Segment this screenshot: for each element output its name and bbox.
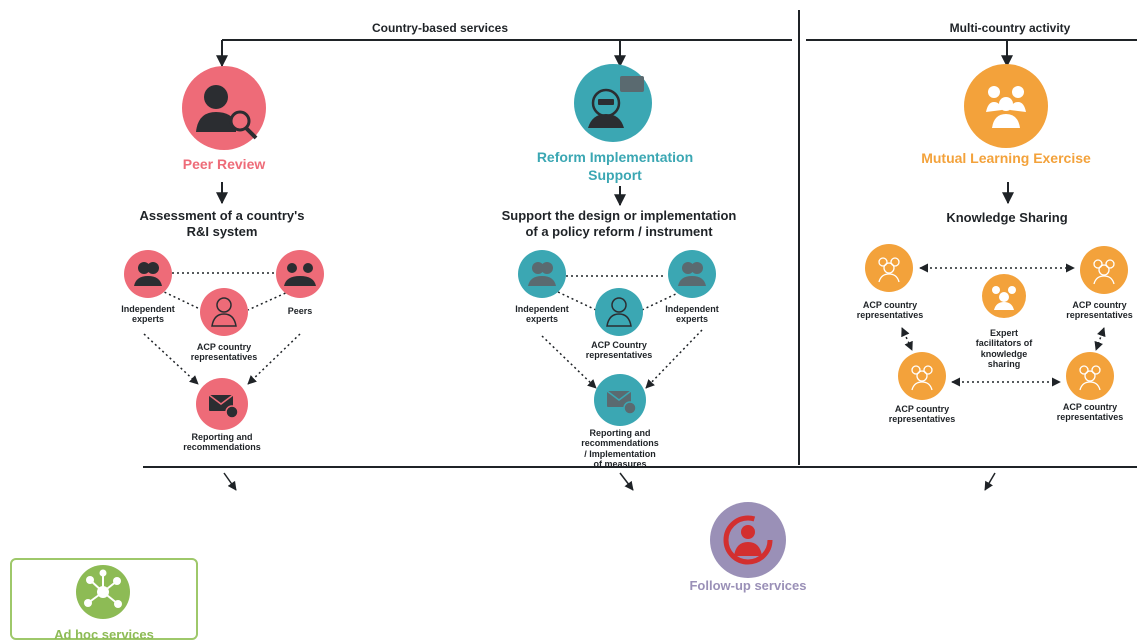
reform-experts-left-label-line2: experts bbox=[525, 314, 559, 325]
mle-acp-bottom-left-icon bbox=[898, 352, 946, 400]
reporting-icon bbox=[196, 378, 248, 430]
reform-support-title: Reform Implementation Support bbox=[510, 149, 720, 184]
independent-experts-label-line1: Independent bbox=[121, 304, 175, 314]
reform-support-title-line1: Reform Implementation bbox=[536, 149, 694, 165]
mle-acp-top-right-icon bbox=[1080, 246, 1128, 294]
ad-hoc-services-box bbox=[10, 558, 198, 640]
mle-acp-top-right-label-line2: representatives bbox=[1066, 310, 1133, 321]
independent-experts-label: Independent experts bbox=[108, 304, 188, 325]
mle-acp-bottom-left-label-line1: ACP country bbox=[894, 404, 950, 414]
reform-reporting-label-line4: of measures bbox=[593, 459, 647, 470]
bottom-arrows bbox=[223, 472, 996, 491]
mle-acp-bottom-right-label-line2: representatives bbox=[1056, 412, 1124, 423]
reform-support-title-line2: Support bbox=[588, 166, 642, 183]
reform-experts-right-label-line1: Independent bbox=[665, 304, 719, 314]
peer-review-subtitle-line2: R&I system bbox=[186, 224, 258, 240]
reform-acp-label-line2: representatives bbox=[585, 350, 653, 361]
ad-hoc-icon bbox=[76, 565, 130, 619]
reform-support-subtitle-line2: of a policy reform / instrument bbox=[525, 224, 713, 240]
mle-acp-bottom-right-label-line1: ACP country bbox=[1062, 402, 1118, 412]
mle-expert-facilitators-label: Expert facilitators of knowledge sharing bbox=[964, 328, 1044, 369]
peer-review-subtitle-line1: Assessment of a country's bbox=[139, 208, 305, 223]
reform-reporting-label-line3: / Implementation bbox=[584, 448, 656, 459]
reform-experts-right-icon bbox=[668, 250, 716, 298]
mle-expert-label-line4: sharing bbox=[987, 359, 1021, 370]
acp-representatives-label: ACP country representatives bbox=[174, 342, 274, 363]
peer-review-dotted-links bbox=[143, 272, 301, 385]
peer-review-icon bbox=[182, 66, 266, 150]
reform-reporting-icon bbox=[594, 374, 646, 426]
reform-experts-left-label-line1: Independent bbox=[515, 304, 569, 314]
reform-acp-icon bbox=[595, 288, 643, 336]
reporting-label-line2: recommendations bbox=[183, 442, 261, 453]
ad-hoc-title: Ad hoc services bbox=[54, 627, 154, 642]
reform-experts-left-icon bbox=[518, 250, 566, 298]
reporting-label-line1: Reporting and bbox=[191, 432, 253, 442]
mle-acp-top-right-label-line1: ACP country bbox=[1072, 300, 1127, 310]
peers-icon bbox=[276, 250, 324, 298]
reform-acp-label-line1: ACP Country bbox=[591, 340, 647, 350]
independent-experts-label-line2: experts bbox=[131, 314, 165, 325]
top-connector-lines bbox=[216, 39, 1137, 68]
reform-support-subtitle: Support the design or implementation of … bbox=[474, 208, 764, 241]
mle-acp-bottom-left-label: ACP country representatives bbox=[878, 404, 966, 425]
mle-acp-top-left-label-line2: representatives bbox=[856, 310, 924, 321]
reform-dotted-links bbox=[541, 275, 703, 389]
mle-acp-top-left-label-line1: ACP country bbox=[862, 300, 918, 310]
knowledge-sharing-subtitle: Knowledge Sharing bbox=[946, 210, 1068, 225]
follow-up-icon bbox=[710, 502, 786, 578]
reform-experts-left-label: Independent experts bbox=[502, 304, 582, 325]
mutual-learning-title: Mutual Learning Exercise bbox=[921, 150, 1091, 166]
mle-expert-label-line3: knowledge bbox=[980, 348, 1028, 359]
mle-acp-bottom-left-label-line2: representatives bbox=[888, 414, 956, 425]
mle-acp-top-left-label: ACP country representatives bbox=[846, 300, 934, 321]
follow-up-title: Follow-up services bbox=[689, 578, 807, 593]
reform-experts-right-label: Independent experts bbox=[652, 304, 732, 325]
mle-expert-label-line2: facilitators of bbox=[975, 338, 1033, 349]
acp-representatives-icon bbox=[200, 288, 248, 336]
reform-reporting-label-line2: recommendations bbox=[581, 438, 659, 449]
reform-support-icon bbox=[574, 64, 652, 142]
reform-acp-label: ACP Country representatives bbox=[566, 340, 672, 361]
mutual-learning-icon bbox=[964, 64, 1048, 148]
mle-dotted-links bbox=[901, 263, 1106, 387]
mle-acp-top-left-icon bbox=[865, 244, 913, 292]
mle-expert-label-line1: Expert bbox=[989, 328, 1018, 338]
reform-reporting-label-line1: Reporting and bbox=[589, 428, 651, 438]
mle-acp-bottom-right-icon bbox=[1066, 352, 1114, 400]
multi-country-heading: Multi-country activity bbox=[949, 21, 1071, 35]
acp-representatives-label-line1: ACP country bbox=[196, 342, 252, 352]
country-based-heading: Country-based services bbox=[371, 21, 509, 35]
mle-expert-facilitators-icon bbox=[982, 274, 1026, 318]
peer-review-subtitle: Assessment of a country's R&I system bbox=[112, 208, 332, 241]
acp-representatives-label-line2: representatives bbox=[190, 352, 258, 363]
independent-experts-icon bbox=[124, 250, 172, 298]
reform-reporting-label: Reporting and recommendations / Implemen… bbox=[570, 428, 670, 469]
peers-label: Peers bbox=[287, 306, 313, 316]
reform-experts-right-label-line2: experts bbox=[675, 314, 709, 325]
reform-support-subtitle-line1: Support the design or implementation bbox=[501, 208, 737, 223]
mle-acp-bottom-right-label: ACP country representatives bbox=[1046, 402, 1134, 423]
mle-acp-top-right-label: ACP country representatives bbox=[1062, 300, 1137, 321]
peer-review-title: Peer Review bbox=[182, 156, 266, 172]
reporting-label: Reporting and recommendations bbox=[172, 432, 272, 453]
